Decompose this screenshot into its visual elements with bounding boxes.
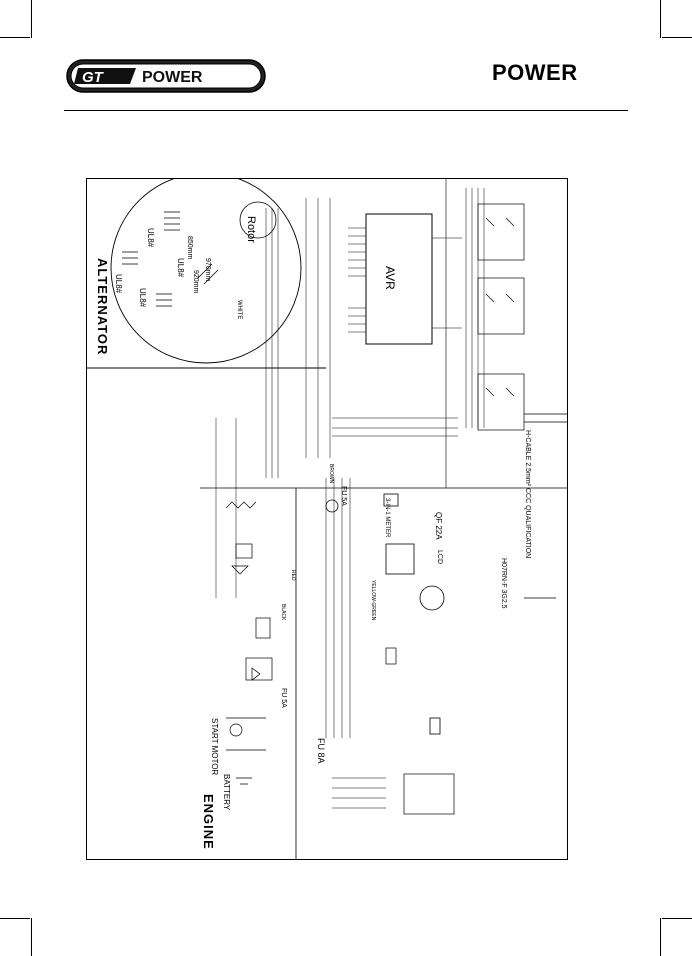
start-motor-label: START MOTOR bbox=[210, 718, 219, 775]
gt-power-logo: GT POWER bbox=[66, 59, 266, 93]
length-label: 850mm bbox=[186, 236, 193, 260]
ul8-label: UL8# bbox=[146, 228, 155, 248]
length-label: 920mm bbox=[192, 270, 199, 294]
wire-label: RED bbox=[290, 570, 296, 581]
crop-mark bbox=[660, 918, 661, 956]
fuse-label: FU 5A bbox=[280, 688, 287, 708]
length-label: 970mm bbox=[204, 258, 211, 282]
rotor-label: Rotor bbox=[245, 216, 257, 243]
meter-label: 3-IN-1 METER bbox=[384, 498, 390, 538]
crop-mark bbox=[662, 37, 692, 38]
crop-mark bbox=[0, 918, 30, 919]
lcd-label: LCD bbox=[436, 550, 443, 564]
fuse-label: FU 5A bbox=[340, 486, 347, 506]
battery-label: BATTERY bbox=[222, 774, 231, 811]
wire-label: BLACK bbox=[280, 604, 286, 621]
crop-mark bbox=[31, 0, 32, 38]
yellow-green-label: YELLOW-GREEN bbox=[370, 580, 376, 621]
engine-label: ENGINE bbox=[201, 794, 216, 850]
crop-mark bbox=[0, 37, 30, 38]
svg-text:GT: GT bbox=[82, 69, 105, 86]
alternator-label: ALTERNATOR bbox=[95, 258, 110, 355]
fuse-label: FU 8A bbox=[316, 738, 326, 764]
ul8-label: UL8# bbox=[138, 288, 147, 308]
cable-label: H07RN-F 3G2.5 bbox=[500, 558, 507, 609]
lcd-box bbox=[385, 543, 415, 575]
wiring-diagram: ALTERNATOR Rotor UL8# UL8# UL8# UL8# 850… bbox=[86, 178, 568, 860]
avr-label: AVR bbox=[383, 266, 397, 290]
wire-label: BROWN bbox=[328, 464, 334, 484]
crop-mark bbox=[31, 918, 32, 956]
brand-label: POWER bbox=[492, 60, 578, 85]
qf-label: QF 22A bbox=[434, 512, 443, 540]
ul8-label: UL8# bbox=[114, 274, 123, 294]
wire-label: WHITE bbox=[236, 300, 242, 319]
crop-mark bbox=[660, 0, 661, 38]
avr-box bbox=[365, 213, 433, 345]
cable-note: H-CABLE 2.5mm² CCC QUALIFICATION bbox=[524, 430, 531, 558]
svg-text:POWER: POWER bbox=[142, 69, 203, 86]
ul8-label: UL8# bbox=[176, 258, 185, 278]
crop-mark bbox=[662, 918, 692, 919]
header-rule bbox=[64, 110, 628, 111]
